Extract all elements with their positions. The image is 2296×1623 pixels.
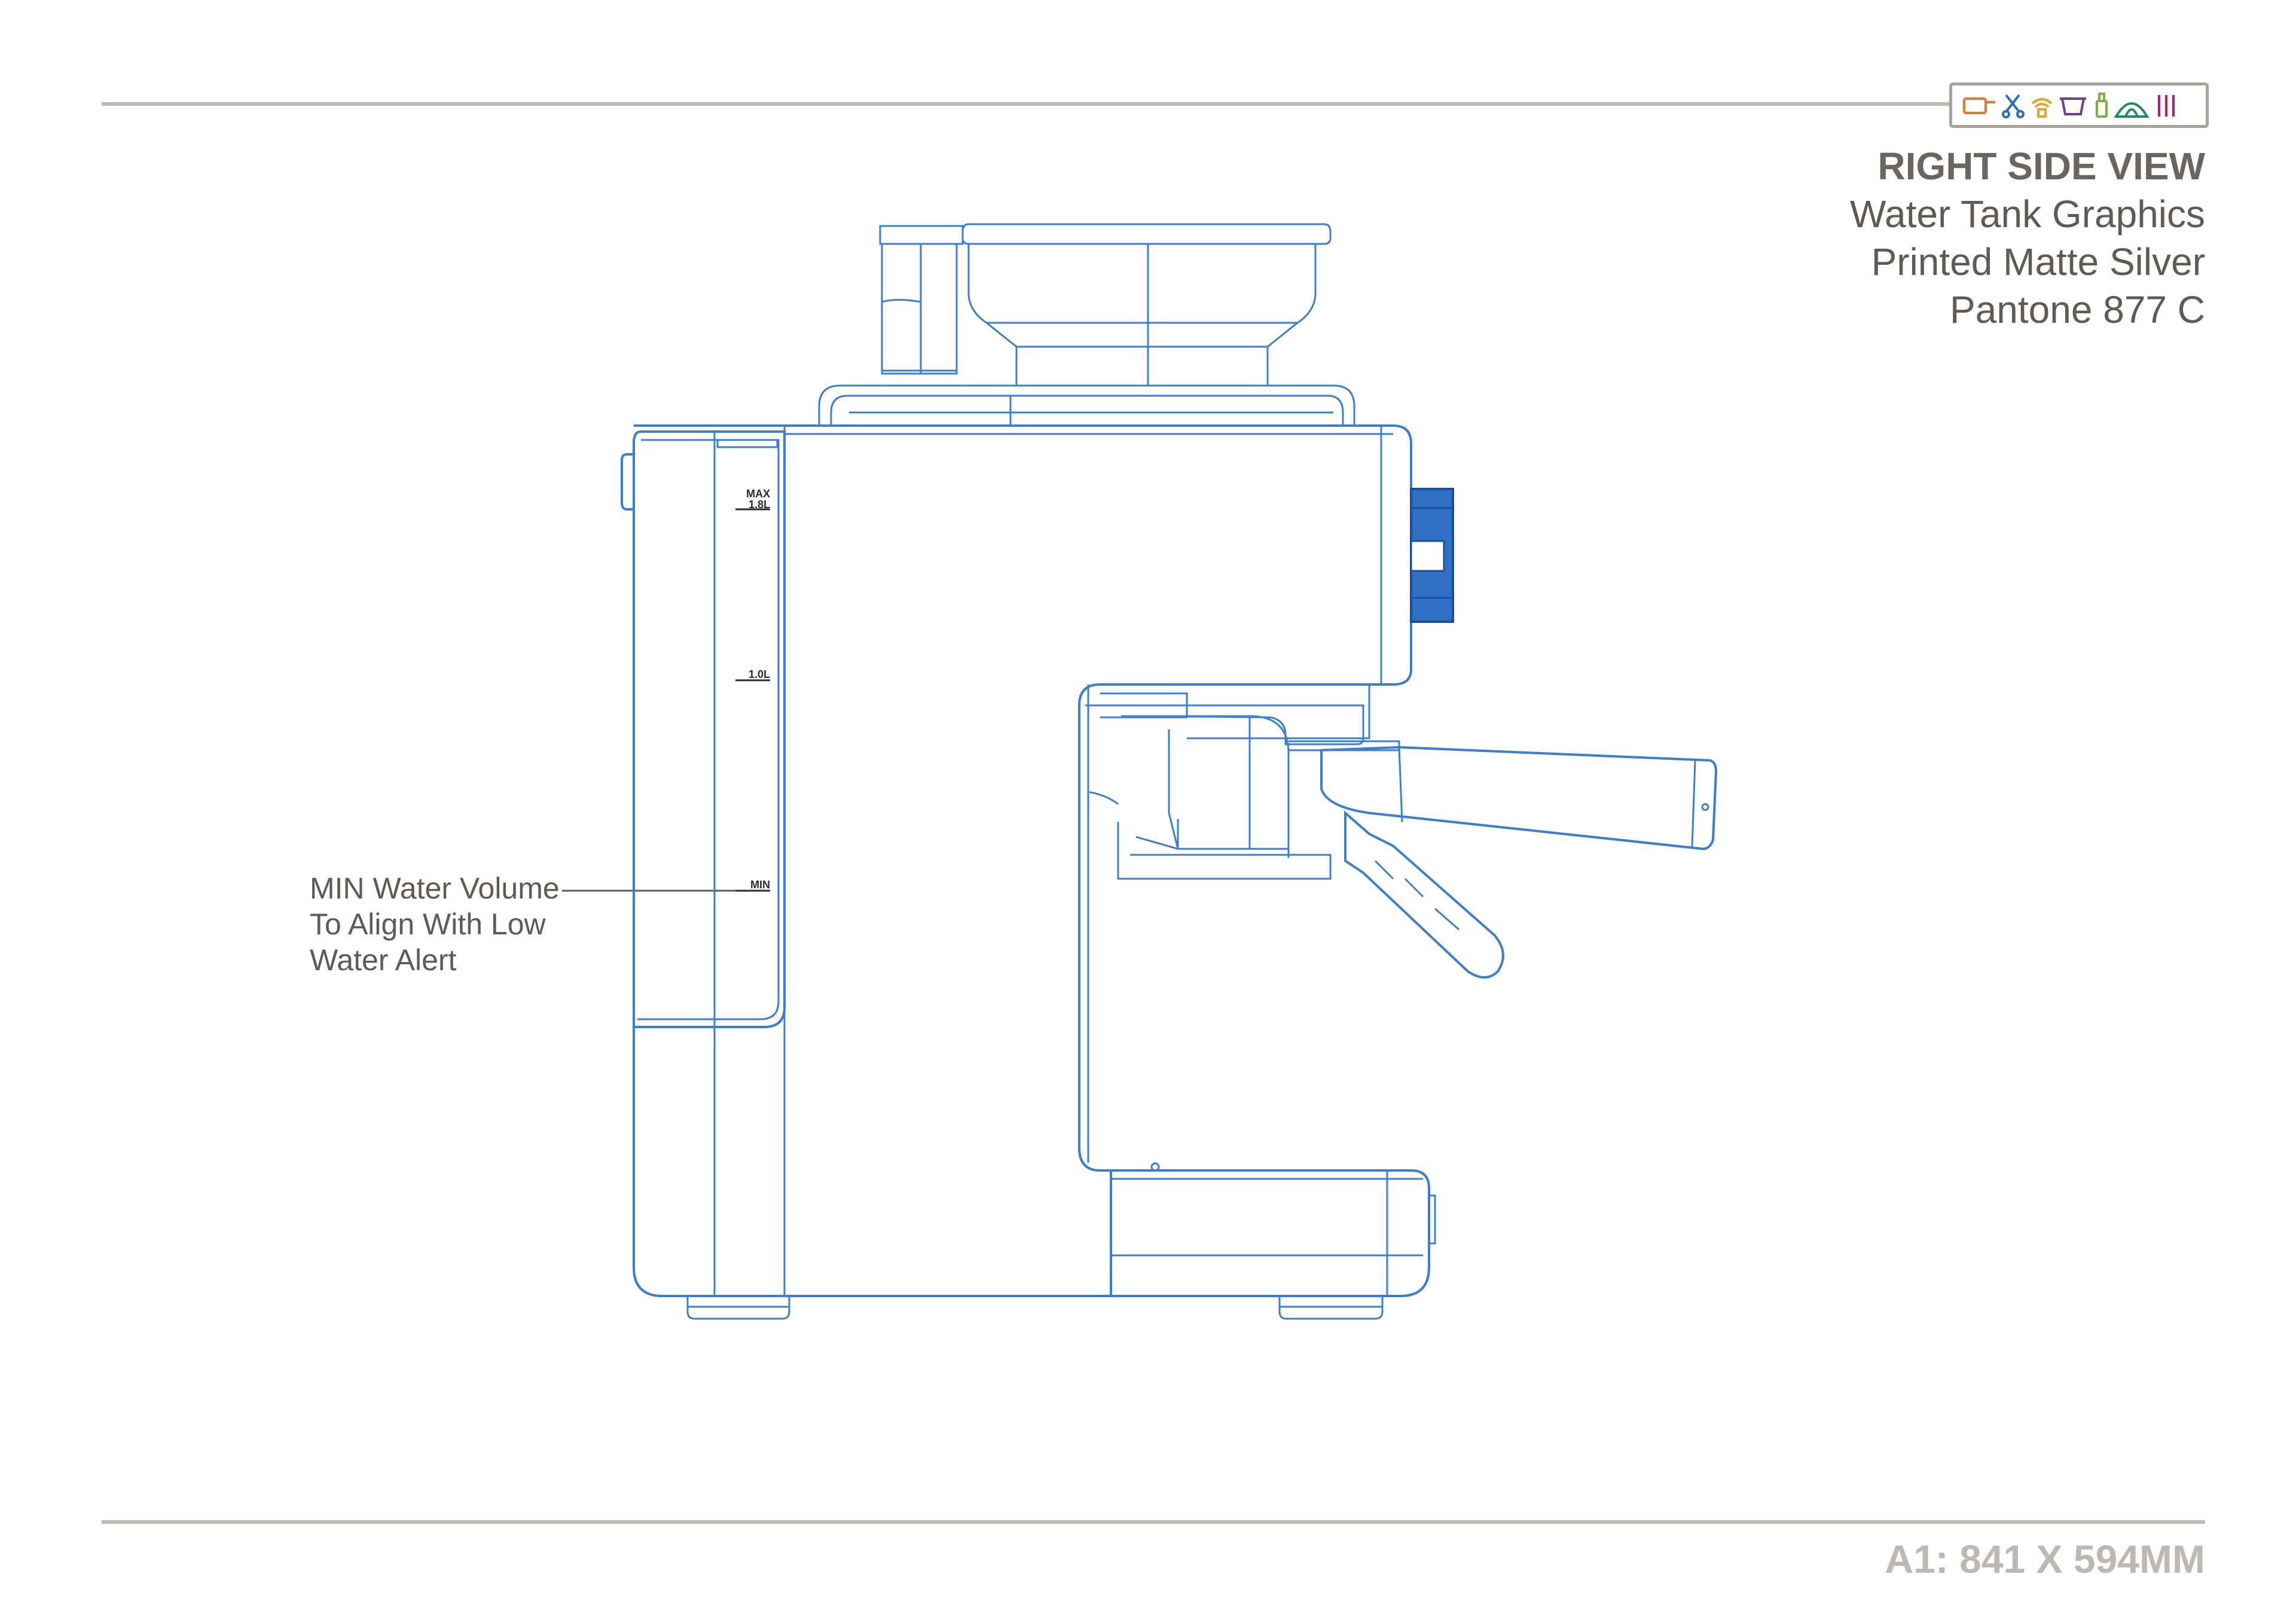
view-title: RIGHT SIDE VIEW — [1877, 145, 2205, 188]
bottom-rule — [102, 1520, 2205, 1524]
min-water-callout: MIN Water Volume To Align With Low Water… — [310, 870, 560, 978]
spec-line-graphics: Water Tank Graphics — [1850, 192, 2205, 236]
spec-line-pantone: Pantone 877 C — [1950, 288, 2205, 331]
bottle-icon — [2096, 93, 2108, 118]
group-head — [1085, 704, 1364, 880]
title-block: RIGHT SIDE VIEW Water Tank Graphics Prin… — [1850, 142, 2205, 334]
bean-hopper — [961, 223, 1332, 386]
callout-line-1: MIN Water Volume — [310, 872, 560, 905]
tank-mid-volume: 1.0L — [749, 668, 770, 680]
tank-max-volume: 1.8L — [749, 499, 770, 511]
tank-marking-labels: MAX 1.8L 1.0L MIN — [746, 488, 770, 891]
sheet-size-label: A1: 841 X 594MM — [1885, 1537, 2205, 1581]
pens-icon — [2158, 95, 2175, 117]
tank-markings — [735, 508, 770, 892]
category-icon-strip — [1949, 82, 2209, 128]
callout-line-2: To Align With Low — [310, 907, 546, 941]
water-tank — [621, 430, 786, 1028]
grinder-chute — [879, 225, 964, 375]
cookware-icon — [1963, 97, 1995, 114]
machine-feet — [686, 1296, 1384, 1320]
tools-icon — [2002, 94, 2025, 118]
spec-line-finish: Printed Matte Silver — [1871, 240, 2205, 283]
control-dial — [1410, 488, 1454, 623]
tank-min-label: MIN — [750, 879, 770, 891]
machine-body — [633, 424, 1436, 1297]
callout-line-3: Water Alert — [310, 943, 457, 977]
container-icon — [2060, 97, 2086, 115]
tank-max-label: MAX — [746, 488, 770, 500]
top-tray — [818, 384, 1355, 426]
portafilter-handle — [1289, 740, 1718, 851]
top-rule — [102, 102, 2205, 106]
wifi-icon — [2031, 98, 2053, 118]
steam-wand — [1344, 810, 1504, 979]
tent-icon — [2114, 102, 2150, 118]
